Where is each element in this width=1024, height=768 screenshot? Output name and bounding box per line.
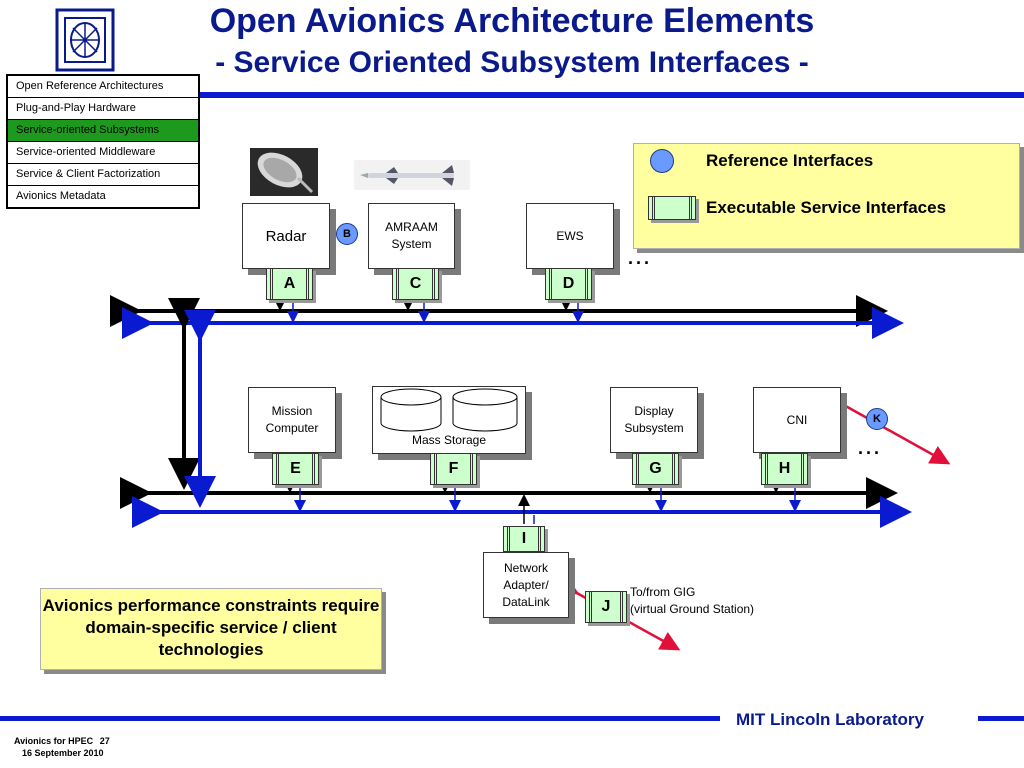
radar-box[interactable]: Radar bbox=[242, 203, 330, 269]
display-subsystem-box[interactable]: Display Subsystem bbox=[610, 387, 698, 453]
mass-storage-box[interactable]: Mass Storage bbox=[372, 386, 526, 454]
cni-external-link bbox=[824, 387, 951, 465]
gig-label: To/from GIG (virtual Ground Station) bbox=[630, 584, 754, 618]
constraints-note-text: Avionics performance constraints require… bbox=[42, 596, 380, 659]
network-label-line3: DataLink bbox=[502, 594, 550, 609]
nav-item-service-oriented-middleware[interactable]: Service-oriented Middleware bbox=[8, 142, 198, 164]
nav-item-open-reference-architectures[interactable]: Open Reference Architectures bbox=[8, 76, 198, 98]
footer-rule-right bbox=[978, 716, 1024, 721]
service-interface-c[interactable]: C bbox=[392, 268, 439, 300]
footer-rule-left bbox=[0, 716, 720, 721]
nav-item-avionics-metadata[interactable]: Avionics Metadata bbox=[8, 186, 198, 207]
cni-label: CNI bbox=[786, 412, 808, 427]
display-label-line2: Subsystem bbox=[624, 421, 684, 435]
legend-reference-label: Reference Interfaces bbox=[706, 151, 874, 170]
amraam-label-line2: System bbox=[391, 237, 432, 251]
legend-executable-label: Executable Service Interfaces bbox=[706, 198, 947, 217]
radar-label: Radar bbox=[265, 227, 307, 245]
gig-label-line1: To/from GIG bbox=[630, 585, 696, 599]
service-interface-a[interactable]: A bbox=[266, 268, 313, 300]
footer-lab-name: MIT Lincoln Laboratory bbox=[736, 710, 924, 729]
network-adapter-box[interactable]: Network Adapter/ DataLink bbox=[483, 552, 569, 618]
network-label-line2: Adapter/ bbox=[503, 577, 549, 592]
mit-ll-logo bbox=[55, 8, 115, 72]
service-interface-e[interactable]: E bbox=[272, 453, 319, 485]
network-label-line1: Network bbox=[503, 560, 548, 575]
mass-storage-label: Mass Storage bbox=[411, 433, 487, 447]
nav-item-service-client-factorization[interactable]: Service & Client Factorization bbox=[8, 164, 198, 186]
mission-label-line1: Mission bbox=[271, 404, 313, 418]
service-interface-j[interactable]: J bbox=[585, 591, 627, 623]
service-interface-i[interactable]: I bbox=[503, 526, 545, 552]
footer-course: Avionics for HPEC 27 bbox=[14, 736, 110, 746]
ews-box[interactable]: EWS bbox=[526, 203, 614, 269]
amraam-box[interactable]: AMRAAM System bbox=[368, 203, 455, 269]
display-label-line1: Display bbox=[634, 404, 674, 418]
mission-computer-box[interactable]: Mission Computer bbox=[248, 387, 336, 453]
section-nav: Open Reference Architectures Plug-and-Pl… bbox=[6, 74, 200, 209]
mission-label-line2: Computer bbox=[265, 421, 319, 435]
service-interface-d[interactable]: D bbox=[545, 268, 592, 300]
radar-photo bbox=[250, 148, 318, 196]
constraints-note: Avionics performance constraints require… bbox=[40, 588, 382, 670]
service-interface-f[interactable]: F bbox=[430, 453, 477, 485]
legend-box: Reference Interfaces Executable Service … bbox=[633, 143, 1020, 249]
nav-item-plug-and-play-hardware[interactable]: Plug-and-Play Hardware bbox=[8, 98, 198, 120]
footer-page-number: 27 bbox=[99, 736, 110, 746]
amraam-label-line1: AMRAAM bbox=[385, 220, 438, 234]
page-title: Open Avionics Architecture Elements bbox=[209, 2, 815, 40]
storage-disk-icons bbox=[380, 388, 518, 432]
service-interface-h[interactable]: H bbox=[761, 453, 808, 485]
lower-ellipsis: ... bbox=[858, 438, 883, 458]
service-interface-g[interactable]: G bbox=[632, 453, 679, 485]
missile-photo bbox=[354, 160, 470, 190]
ews-label: EWS bbox=[556, 228, 584, 243]
footer-date: 16 September 2010 bbox=[22, 748, 104, 758]
upper-ellipsis: ... bbox=[628, 248, 653, 268]
reference-interface-b[interactable]: B bbox=[336, 223, 358, 245]
gig-label-line2: (virtual Ground Station) bbox=[630, 602, 755, 616]
footer-course-name: Avionics for HPEC bbox=[14, 736, 94, 746]
reference-interface-legend-icon bbox=[650, 149, 674, 173]
page-subtitle: - Service Oriented Subsystem Interfaces … bbox=[215, 46, 809, 79]
executable-interface-legend-icon bbox=[648, 196, 696, 220]
cni-box[interactable]: CNI bbox=[753, 387, 841, 453]
reference-interface-k[interactable]: K bbox=[866, 408, 888, 430]
nav-item-service-oriented-subsystems[interactable]: Service-oriented Subsystems bbox=[8, 120, 198, 142]
title-rule bbox=[196, 92, 1024, 98]
